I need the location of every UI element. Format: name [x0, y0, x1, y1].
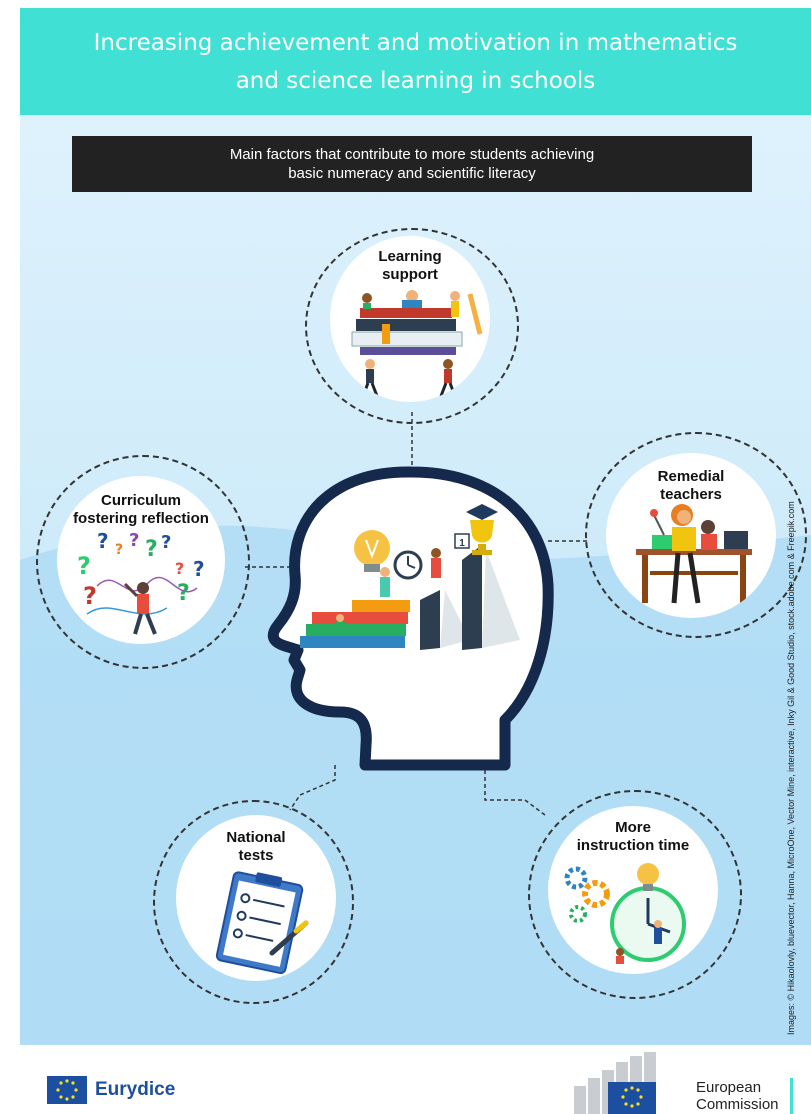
remedial-teachers-ring: [585, 432, 807, 638]
curriculum-node: Curriculum fostering reflection ? ? ? ? …: [57, 476, 225, 644]
national-tests-label: National tests: [226, 829, 286, 864]
svg-text:?: ?: [161, 532, 171, 553]
eurydice-logo[interactable]: Eurydice: [47, 1076, 175, 1104]
eurydice-text: Eurydice: [95, 1079, 176, 1100]
curriculum-label: Curriculum fostering reflection: [73, 492, 209, 527]
lightbulb-icon: [354, 530, 390, 572]
learning-support-node: Learning support: [330, 236, 490, 402]
ec-logo-text[interactable]: European Commission: [696, 1079, 779, 1113]
svg-text:?: ?: [177, 581, 190, 606]
svg-text:?: ?: [97, 529, 109, 553]
instruction-time-ring: [528, 790, 742, 999]
svg-text:?: ?: [115, 542, 123, 558]
learning-support-ring: [305, 228, 519, 424]
national-tests-ring: [153, 800, 354, 1004]
remedial-teachers-node: Remedial teachers: [606, 453, 776, 618]
svg-text:?: ?: [193, 557, 205, 581]
curriculum-ring: [36, 455, 250, 669]
svg-text:1: 1: [459, 538, 465, 549]
svg-text:?: ?: [77, 552, 91, 580]
instruction-time-node: More instruction time: [548, 806, 718, 974]
subtitle-bar: Main factors that contribute to more stu…: [72, 136, 752, 192]
header-banner: Increasing achievement and motivation in…: [20, 8, 811, 115]
gears-icon: [564, 863, 686, 964]
instruction-time-label: More instruction time: [576, 819, 690, 854]
national-tests-node: National tests: [176, 815, 336, 981]
svg-text:?: ?: [129, 530, 139, 551]
svg-text:?: ?: [175, 559, 184, 578]
teacher-desk-icon: [636, 504, 752, 604]
books-icon: [351, 290, 483, 397]
page-title: Increasing achievement and motivation in…: [93, 29, 738, 94]
svg-text:?: ?: [145, 537, 158, 562]
clock-icon: [393, 550, 423, 580]
learning-support-label: Learning support: [378, 248, 442, 283]
remedial-teachers-label: Remedial teachers: [657, 468, 725, 503]
eu-flag-icon: [47, 1076, 87, 1104]
trophy-icon: [466, 504, 498, 555]
svg-text:?: ?: [83, 582, 97, 610]
clipboard-icon: [215, 871, 309, 975]
question-marks-icon: ? ? ? ? ? ? ? ? ? ?: [77, 529, 205, 635]
